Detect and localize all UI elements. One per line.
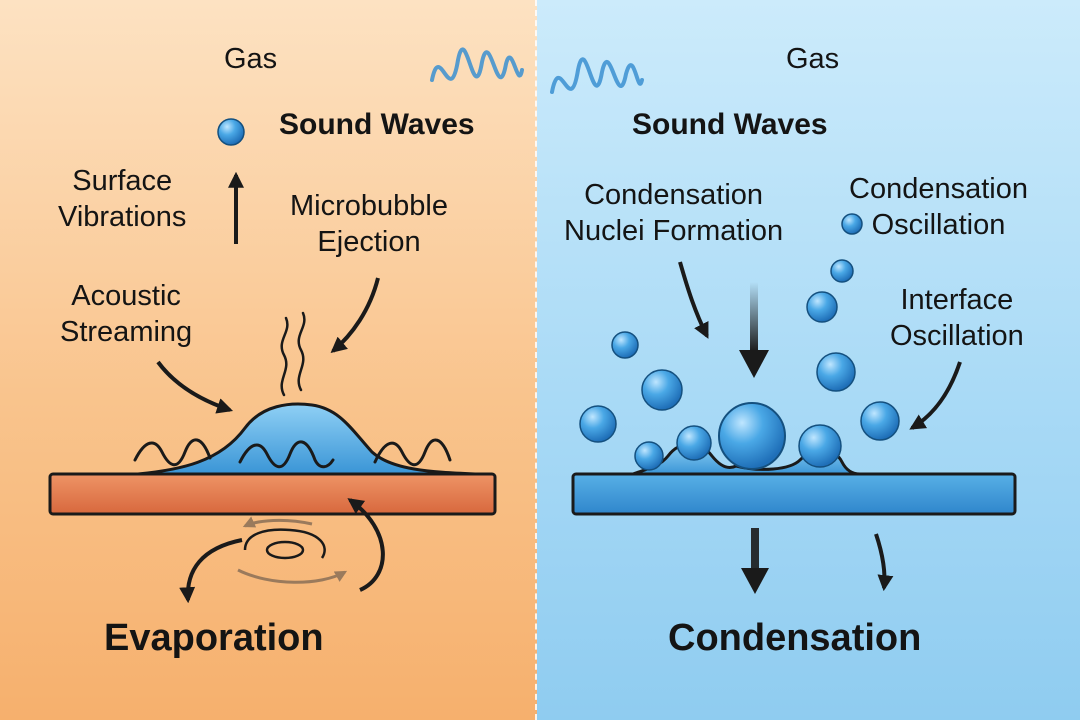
left-gas-label: Gas xyxy=(224,43,278,75)
central-arrow-shaft xyxy=(750,282,758,352)
sound-wave-icon xyxy=(550,57,644,94)
droplet xyxy=(798,424,842,468)
panel-divider xyxy=(535,0,537,720)
droplet xyxy=(816,352,856,392)
surface-wave-icon xyxy=(133,438,212,467)
droplet xyxy=(841,213,863,235)
large-droplet xyxy=(718,402,786,470)
liquid-film xyxy=(137,402,476,476)
swirl-icon xyxy=(265,540,305,560)
droplet xyxy=(641,369,683,411)
interface-oscillation-label: Interface Oscillation xyxy=(890,284,1024,353)
droplet xyxy=(830,259,854,283)
swirl-icon xyxy=(242,516,313,528)
circulation-arrow xyxy=(179,538,243,604)
microbubble-ejection-arrow xyxy=(330,277,380,354)
nuclei-formation-arrow xyxy=(678,261,709,339)
right-sound-waves-label: Sound Waves xyxy=(632,108,828,141)
down-arrow-head xyxy=(741,568,769,594)
evaporation-title: Evaporation xyxy=(104,617,324,659)
surface-vibrations-label: Surface Vibrations xyxy=(58,165,187,234)
swirl-icon xyxy=(243,528,326,559)
droplet xyxy=(611,331,639,359)
condensation-title: Condensation xyxy=(668,617,922,659)
swirl-icon xyxy=(237,568,348,584)
down-arrow xyxy=(874,533,894,592)
droplet xyxy=(634,441,664,471)
nuclei-formation-label: Condensation Nuclei Formation xyxy=(564,179,784,248)
acoustic-streaming-arrow xyxy=(156,360,234,414)
surface-wave-icon xyxy=(373,438,452,467)
droplet xyxy=(860,401,900,441)
sound-wave-icon xyxy=(430,47,524,82)
microbubble-ejection-label: Microbubble Ejection xyxy=(290,190,448,259)
droplet xyxy=(676,425,712,461)
heated-plate xyxy=(48,472,497,516)
surface-wave-icon xyxy=(238,440,335,469)
acoustic-streaming-label: Acoustic Streaming xyxy=(60,280,193,349)
interface-oscillation-arrow xyxy=(909,361,962,430)
condensation-panel xyxy=(537,0,1080,720)
left-sound-waves-label: Sound Waves xyxy=(279,108,475,141)
vapor-icon xyxy=(297,311,306,392)
droplet xyxy=(579,405,617,443)
right-gas-label: Gas xyxy=(786,43,840,75)
vapor-icon xyxy=(280,316,289,397)
droplet xyxy=(806,291,838,323)
condensation-oscillation-label: Condensation Oscillation xyxy=(849,173,1028,242)
cooled-plate xyxy=(571,472,1017,516)
central-arrow-head xyxy=(739,350,769,378)
down-arrow-shaft xyxy=(751,528,759,570)
rising-droplet xyxy=(217,118,245,146)
evaporation-panel xyxy=(0,0,537,720)
circulation-arrow xyxy=(347,498,385,592)
